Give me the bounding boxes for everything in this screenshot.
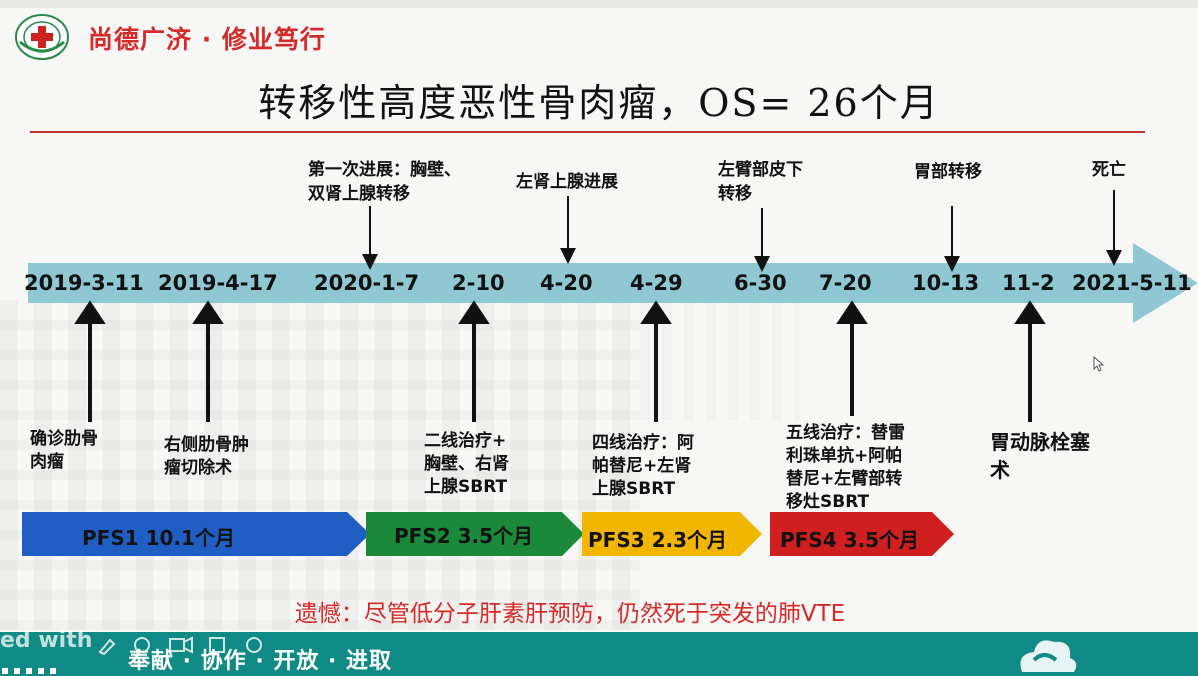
camera-lens-icon [183, 636, 193, 654]
date-label: 2019-3-11 [24, 271, 144, 295]
mouse-cursor-icon [1093, 356, 1105, 372]
event-left-adrenal-progression: 左肾上腺进展 [516, 172, 618, 192]
pfs1-bar [22, 512, 370, 556]
event-first-progression: 第一次进展：胸壁、 双肾上腺转移 [308, 160, 461, 204]
date-label: 2-10 [452, 271, 505, 295]
date-label: 6-30 [734, 271, 787, 295]
date-label: 4-29 [630, 271, 683, 295]
pfs3-bar [582, 512, 762, 556]
brand-slogan: 尚德广济 · 修业笃行 [88, 25, 326, 54]
taskbar-strip [2, 668, 56, 674]
date-label: 2019-4-17 [158, 271, 278, 295]
event-gastric-metastasis: 胃部转移 [914, 162, 982, 182]
event-diagnosis: 确诊肋骨 肉瘤 [30, 429, 98, 472]
date-label: 2020-1-7 [314, 271, 420, 295]
date-label: 2021-5-11 [1072, 271, 1192, 295]
more-icon [246, 637, 262, 653]
chat-icon [209, 637, 225, 653]
hospital-logo-icon [15, 14, 69, 60]
camera-icon [169, 638, 185, 652]
date-label: 7-20 [819, 271, 872, 295]
footer-cloud-logo-icon [1020, 640, 1077, 672]
background-building-image [0, 300, 640, 630]
title-divider [30, 131, 1145, 133]
timeline-arrow [28, 243, 1198, 323]
pfs2-label: PFS2 3.5个月 [394, 524, 534, 548]
event-second-line-therapy: 二线治疗+ 胸壁、右肾 上腺SBRT [424, 431, 509, 497]
pfs4-label: PFS4 3.5个月 [780, 528, 920, 552]
event-fourth-line-therapy: 四线治疗：阿 帕替尼+左肾 上腺SBRT [592, 433, 694, 499]
top-strip [0, 0, 1198, 8]
date-label: 11-2 [1002, 271, 1055, 295]
event-fifth-line-therapy: 五线治疗：替雷 利珠单抗+阿帕 替尼+左臂部转 移灶SBRT [786, 423, 905, 512]
event-death: 死亡 [1092, 160, 1126, 180]
watermark-text: ed with [0, 628, 93, 653]
overlay-toolbar[interactable] [96, 634, 276, 656]
event-gastric-artery-embolization: 胃动脉栓塞 术 [990, 430, 1090, 482]
record-icon [134, 637, 150, 653]
event-left-arm-subcutaneous-metastasis: 左臂部皮下 转移 [718, 160, 803, 204]
date-label: 4-20 [540, 271, 593, 295]
slide-title: 转移性高度恶性骨肉瘤，OS= 26个月 [258, 81, 940, 125]
footer-motto: 奉献 · 协作 · 开放 · 进取 [128, 649, 393, 674]
pen-icon [98, 638, 116, 656]
pfs4-bar [770, 512, 954, 556]
footer-bar [0, 632, 1198, 676]
regret-note: 遗憾：尽管低分子肝素肝预防，仍然死于突发的肺VTE [294, 601, 846, 627]
event-resection: 右侧肋骨肿 瘤切除术 [164, 435, 249, 478]
pfs1-label: PFS1 10.1个月 [82, 526, 235, 550]
pfs-bars [22, 512, 954, 556]
pfs2-bar [366, 512, 584, 556]
date-label: 10-13 [912, 271, 980, 295]
pfs3-label: PFS3 2.3个月 [588, 528, 728, 552]
